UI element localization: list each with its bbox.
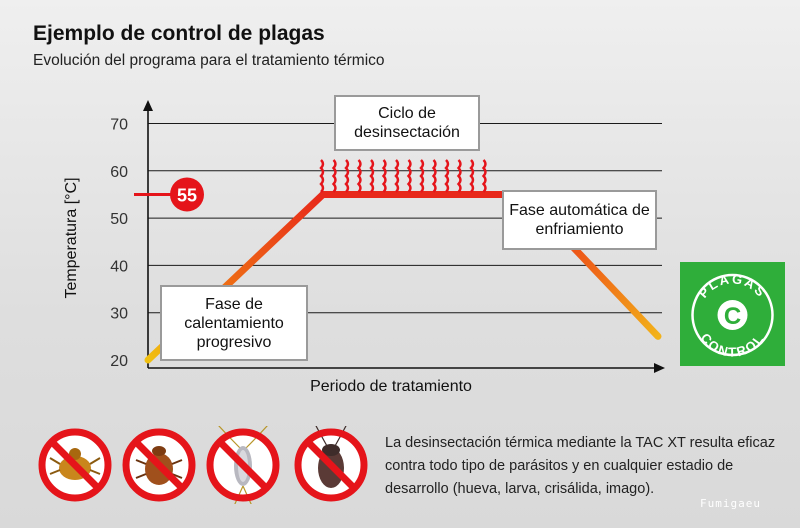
mite-icon [36,426,114,504]
heat-waves-icon [319,159,487,193]
heat-wave-3 [356,159,362,193]
heat-wave-9 [431,159,437,193]
y-tick-30: 30 [110,306,128,323]
threshold-marker: 55 [134,177,204,212]
heat-wave-6 [394,159,400,193]
y-tick-40: 40 [110,258,128,275]
svg-text:C: C [724,303,741,330]
y-tick-labels: 20 30 40 50 60 70 [110,117,128,371]
silverfish-icon [204,415,282,507]
y-axis-arrow [143,100,153,111]
x-axis-arrow [654,363,665,373]
cockroach-icon [292,417,370,504]
heat-wave-7 [406,159,412,193]
heat-wave-10 [444,159,450,193]
annotation-cooling-phase: Fase automática de enfriamiento [502,190,657,250]
watermark: Fumigaeu [700,497,761,510]
threshold-circle [170,177,204,212]
heat-wave-12 [469,159,475,193]
heat-wave-5 [381,159,387,193]
y-tick-70: 70 [110,117,128,134]
plagas-control-logo: PLAGAS CONTROL C [680,262,785,366]
heat-wave-0 [319,159,325,193]
threshold-label: 55 [177,185,197,205]
bedbug-icon [120,426,198,504]
description-text: La desinsectación térmica mediante la TA… [385,435,776,497]
svg-text:CONTROL: CONTROL [698,330,768,359]
page-subtitle: Evolución del programa para el tratamien… [33,52,385,69]
y-tick-20: 20 [110,353,128,370]
annotation-disinsection-cycle: Ciclo de desinsectación [334,95,480,151]
heat-wave-8 [419,159,425,193]
heat-wave-13 [481,159,487,193]
annotation-heating-phase: Fase de calentamiento progresivo [160,285,308,361]
heat-wave-1 [331,159,337,193]
x-axis-label: Periodo de tratamiento [310,378,472,395]
heat-wave-2 [344,159,350,193]
y-tick-50: 50 [110,211,128,228]
heat-wave-11 [456,159,462,193]
heat-wave-4 [369,159,375,193]
y-tick-60: 60 [110,164,128,181]
y-axis-label: Temperatura [°C] [63,177,80,298]
page-title: Ejemplo de control de plagas [33,22,325,45]
